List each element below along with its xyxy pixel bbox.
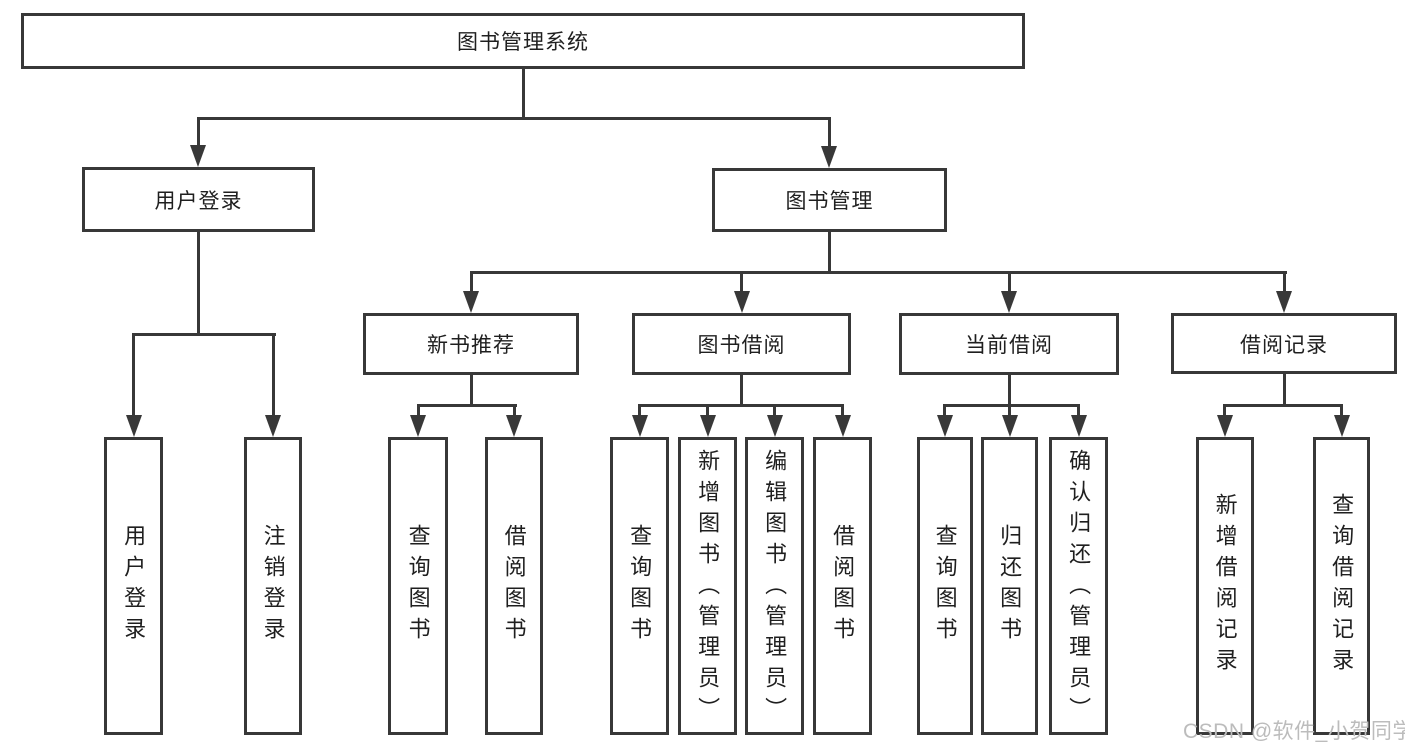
leaf-label: 归还图书 [997, 524, 1023, 648]
leaf-label: 新增借阅记录 [1212, 493, 1238, 679]
connector-line [638, 405, 641, 418]
connector-line [1223, 404, 1343, 407]
arrowhead-down-icon [190, 145, 206, 167]
arrowhead-down-icon [700, 415, 716, 437]
node-library-system: 图书管理系统 [21, 13, 1025, 69]
leaf-add-book-admin: 新增图书（管理员） [678, 437, 737, 735]
leaf-edit-book-admin: 编辑图书（管理员） [745, 437, 804, 735]
leaf-logout: 注销登录 [244, 437, 302, 735]
connector-line [773, 405, 776, 418]
arrowhead-down-icon [767, 415, 783, 437]
connector-line [470, 375, 473, 407]
connector-line [470, 271, 1287, 274]
leaf-label: 查询图书 [627, 524, 653, 648]
connector-line [417, 405, 420, 418]
node-label: 图书借阅 [697, 334, 786, 357]
connector-line [828, 118, 831, 150]
leaf-label: 查询图书 [405, 524, 431, 648]
arrowhead-down-icon [463, 291, 479, 313]
leaf-label: 用户登录 [121, 524, 147, 648]
node-label: 新书推荐 [427, 334, 515, 357]
connector-line [470, 272, 473, 294]
node-borrow-records: 借阅记录 [1171, 313, 1397, 374]
node-label: 借阅记录 [1240, 333, 1328, 357]
connector-line [1008, 405, 1011, 418]
leaf-query-book-1: 查询图书 [388, 437, 448, 735]
connector-line [197, 118, 200, 150]
csdn-watermark: CSDN @软件_小贺同学 [1183, 720, 1405, 743]
connector-line [1223, 405, 1226, 418]
leaf-user-login: 用户登录 [104, 437, 163, 735]
arrowhead-down-icon [937, 415, 953, 437]
connector-line [1008, 375, 1011, 407]
arrowhead-down-icon [1001, 291, 1017, 313]
connector-line [841, 405, 844, 418]
arrowhead-down-icon [821, 146, 837, 168]
connector-line [197, 117, 831, 120]
connector-line [943, 405, 946, 418]
node-book-management: 图书管理 [712, 168, 947, 232]
leaf-label: 确认归还（管理员） [1066, 449, 1092, 728]
leaf-label: 新增图书（管理员） [695, 449, 721, 728]
connector-line [1340, 405, 1343, 418]
connector-line [1077, 405, 1080, 418]
arrowhead-down-icon [1334, 415, 1350, 437]
arrowhead-down-icon [506, 415, 522, 437]
connector-line [272, 334, 275, 418]
node-label: 图书管理 [785, 190, 874, 213]
leaf-label: 注销登录 [260, 524, 286, 648]
arrowhead-down-icon [1276, 291, 1292, 313]
connector-line [417, 404, 517, 407]
arrowhead-down-icon [1217, 415, 1233, 437]
leaf-borrow-book-1: 借阅图书 [485, 437, 543, 735]
arrowhead-down-icon [1002, 415, 1018, 437]
leaf-query-borrow-record: 查询借阅记录 [1313, 437, 1370, 735]
arrowhead-down-icon [1071, 415, 1087, 437]
connector-line [638, 404, 844, 407]
leaf-query-book-3: 查询图书 [917, 437, 973, 735]
connector-line [740, 375, 743, 407]
connector-line [513, 405, 516, 418]
leaf-borrow-book-2: 借阅图书 [813, 437, 872, 735]
connector-line [1008, 272, 1011, 294]
connector-line [740, 272, 743, 294]
node-user-login: 用户登录 [82, 167, 315, 232]
connector-line [197, 232, 200, 336]
connector-line [132, 333, 276, 336]
connector-line [706, 405, 709, 418]
connector-line [132, 334, 135, 418]
node-current-borrow: 当前借阅 [899, 313, 1119, 375]
leaf-label: 借阅图书 [830, 524, 856, 648]
leaf-label: 编辑图书（管理员） [762, 449, 788, 728]
leaf-query-book-2: 查询图书 [610, 437, 669, 735]
leaf-label: 借阅图书 [501, 524, 527, 648]
node-label: 用户登录 [154, 189, 243, 213]
leaf-add-borrow-record: 新增借阅记录 [1196, 437, 1254, 735]
arrowhead-down-icon [126, 415, 142, 437]
arrowhead-down-icon [835, 415, 851, 437]
leaf-return-book: 归还图书 [981, 437, 1038, 735]
connector-line [828, 232, 831, 274]
arrowhead-down-icon [265, 415, 281, 437]
node-new-book-recommend: 新书推荐 [363, 313, 579, 375]
connector-line [522, 69, 525, 119]
leaf-label: 查询借阅记录 [1329, 493, 1355, 679]
connector-line [943, 404, 1080, 407]
arrowhead-down-icon [632, 415, 648, 437]
connector-line [1283, 374, 1286, 407]
arrowhead-down-icon [734, 291, 750, 313]
leaf-label: 查询图书 [932, 524, 958, 648]
node-label: 图书管理系统 [457, 31, 589, 54]
node-book-borrow: 图书借阅 [632, 313, 851, 375]
node-label: 当前借阅 [965, 334, 1053, 357]
arrowhead-down-icon [410, 415, 426, 437]
connector-line [1283, 272, 1286, 294]
leaf-confirm-return-admin: 确认归还（管理员） [1049, 437, 1108, 735]
